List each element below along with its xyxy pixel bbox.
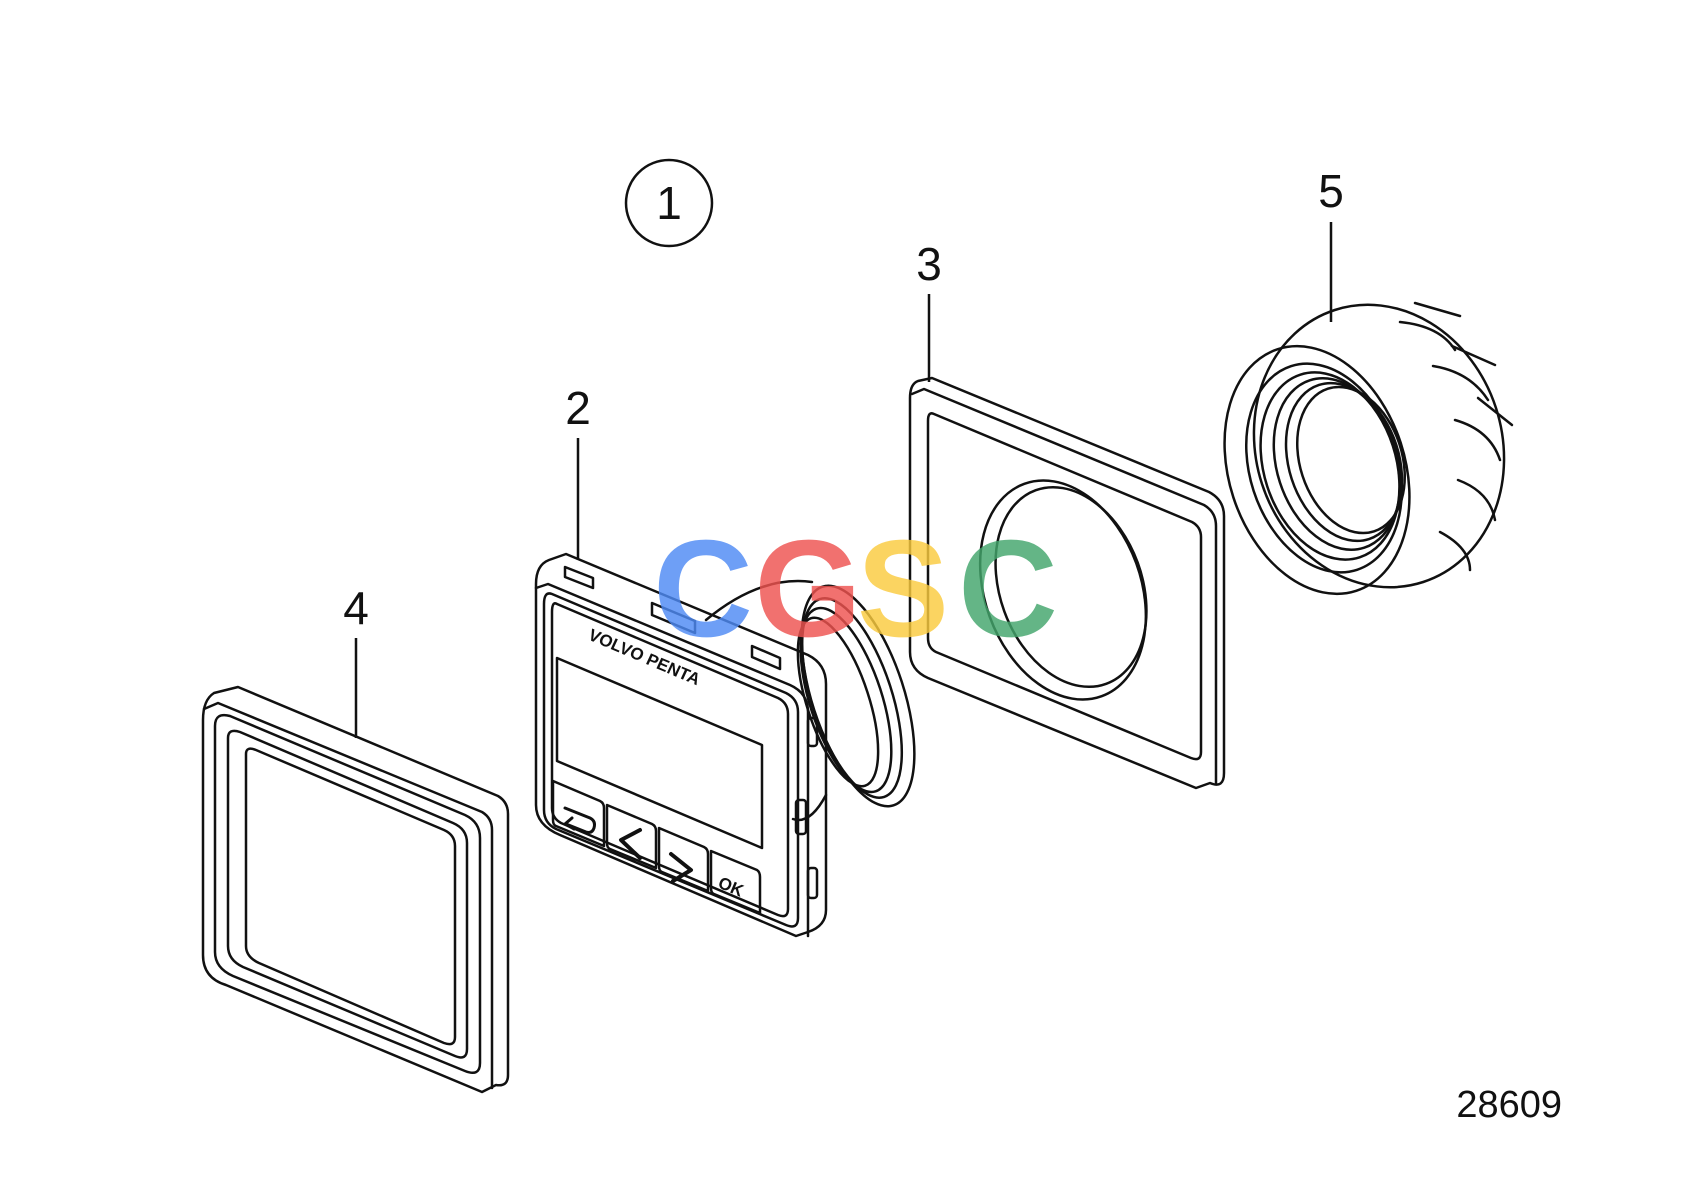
- button-row: OK: [551, 779, 762, 915]
- watermark: C G S C: [653, 512, 1058, 666]
- callout-3-label: 3: [916, 238, 942, 290]
- part-nut: [1223, 301, 1514, 596]
- callout-4: 4: [343, 582, 369, 738]
- drawing-number: 28609: [1456, 1084, 1562, 1126]
- callout-2-label: 2: [565, 382, 591, 434]
- part-gasket: [908, 376, 1226, 790]
- callout-5: 5: [1318, 165, 1344, 322]
- watermark-letter: C: [958, 512, 1058, 666]
- callout-4-label: 4: [343, 582, 369, 634]
- return-arrow-icon[interactable]: [563, 806, 596, 834]
- callout-3: 3: [916, 238, 942, 382]
- callout-5-label: 5: [1318, 165, 1344, 217]
- right-arrow-icon[interactable]: [669, 852, 693, 883]
- left-arrow-icon[interactable]: [619, 828, 642, 860]
- watermark-letter: S: [857, 512, 949, 666]
- group-label-text: 1: [656, 177, 682, 229]
- watermark-letter: C: [653, 512, 753, 666]
- callout-2: 2: [565, 382, 591, 560]
- group-label: 1: [624, 158, 714, 248]
- watermark-letter: G: [754, 512, 861, 666]
- part-frame: [201, 685, 510, 1094]
